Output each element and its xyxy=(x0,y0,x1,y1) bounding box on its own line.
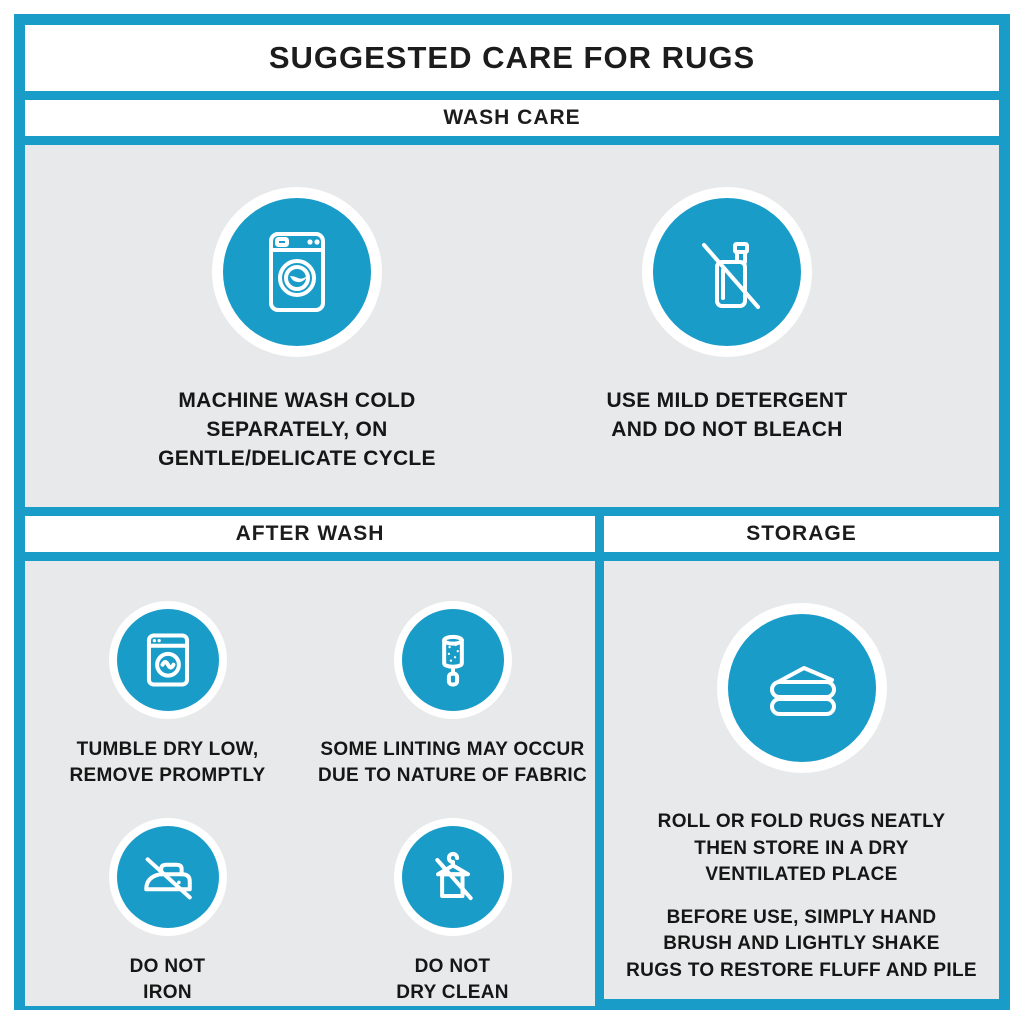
storage-caption-2: BEFORE USE, SIMPLY HAND BRUSH AND LIGHTL… xyxy=(626,906,977,981)
do-not-iron-icon xyxy=(134,843,202,911)
storage-column: STORAGE ROLL OR FOLD RUGS NEATLY THEN ST… xyxy=(604,516,999,999)
care-item-no-bleach: USE MILD DETERGENT AND DO NOT BLEACH xyxy=(572,187,882,507)
washing-machine-icon xyxy=(247,222,347,322)
icon-ring xyxy=(642,187,812,357)
wash-care-section: MACHINE WASH COLD SEPARATELY, ON GENTLE/… xyxy=(25,145,999,507)
care-item-caption: DO NOT DRY CLEAN xyxy=(396,956,509,1003)
care-item-tumble-dry: TUMBLE DRY LOW, REMOVE PROMPTLY xyxy=(25,601,310,788)
after-wash-section: TUMBLE DRY LOW, REMOVE PROMPTLY xyxy=(25,561,595,1006)
page-title: SUGGESTED CARE FOR RUGS xyxy=(268,40,756,75)
care-item-caption: USE MILD DETERGENT AND DO NOT BLEACH xyxy=(606,389,848,441)
icon-ring xyxy=(212,187,382,357)
do-not-dry-clean-icon xyxy=(419,843,487,911)
section-header-wash-care: WASH CARE xyxy=(25,100,999,136)
icon-disc xyxy=(116,826,219,929)
section-header-after-wash: AFTER WASH xyxy=(25,516,595,552)
tumble-dry-icon xyxy=(134,626,202,694)
icon-ring xyxy=(393,818,512,937)
no-bleach-icon xyxy=(677,222,777,322)
section-header-storage: STORAGE xyxy=(604,516,999,552)
folded-rug-icon xyxy=(752,638,852,738)
title-band: SUGGESTED CARE FOR RUGS xyxy=(25,25,999,91)
care-item-do-not-iron: DO NOT IRON xyxy=(25,818,310,1005)
bottom-sections: AFTER WASH xyxy=(25,516,999,1006)
care-item-caption: SOME LINTING MAY OCCUR DUE TO NATURE OF … xyxy=(317,739,588,786)
care-item-linting: SOME LINTING MAY OCCUR DUE TO NATURE OF … xyxy=(310,601,595,788)
care-guide-poster: SUGGESTED CARE FOR RUGS WASH CARE xyxy=(14,14,1010,1010)
care-item-caption: TUMBLE DRY LOW, REMOVE PROMPTLY xyxy=(69,739,266,786)
care-item-do-not-dry-clean: DO NOT DRY CLEAN xyxy=(310,818,595,1005)
care-item-caption: MACHINE WASH COLD SEPARATELY, ON GENTLE/… xyxy=(158,389,436,470)
care-item-caption: DO NOT IRON xyxy=(129,956,206,1003)
icon-ring xyxy=(393,601,512,719)
icon-ring xyxy=(108,818,227,937)
icon-disc xyxy=(727,614,876,762)
storage-caption-1: ROLL OR FOLD RUGS NEATLY THEN STORE IN A… xyxy=(657,811,946,886)
icon-disc xyxy=(116,609,219,711)
storage-section: ROLL OR FOLD RUGS NEATLY THEN STORE IN A… xyxy=(604,561,999,999)
wash-care-header-label: WASH CARE xyxy=(443,106,581,129)
after-wash-column: AFTER WASH xyxy=(25,516,595,1006)
lint-roller-icon xyxy=(419,626,487,694)
icon-ring xyxy=(716,603,887,773)
icon-disc xyxy=(401,609,504,711)
icon-ring xyxy=(108,601,227,719)
icon-disc xyxy=(653,198,801,346)
icon-disc xyxy=(223,198,371,346)
icon-disc xyxy=(401,826,504,929)
care-item-machine-wash: MACHINE WASH COLD SEPARATELY, ON GENTLE/… xyxy=(142,187,452,507)
after-wash-header-label: AFTER WASH xyxy=(235,522,385,545)
storage-header-label: STORAGE xyxy=(746,522,857,545)
